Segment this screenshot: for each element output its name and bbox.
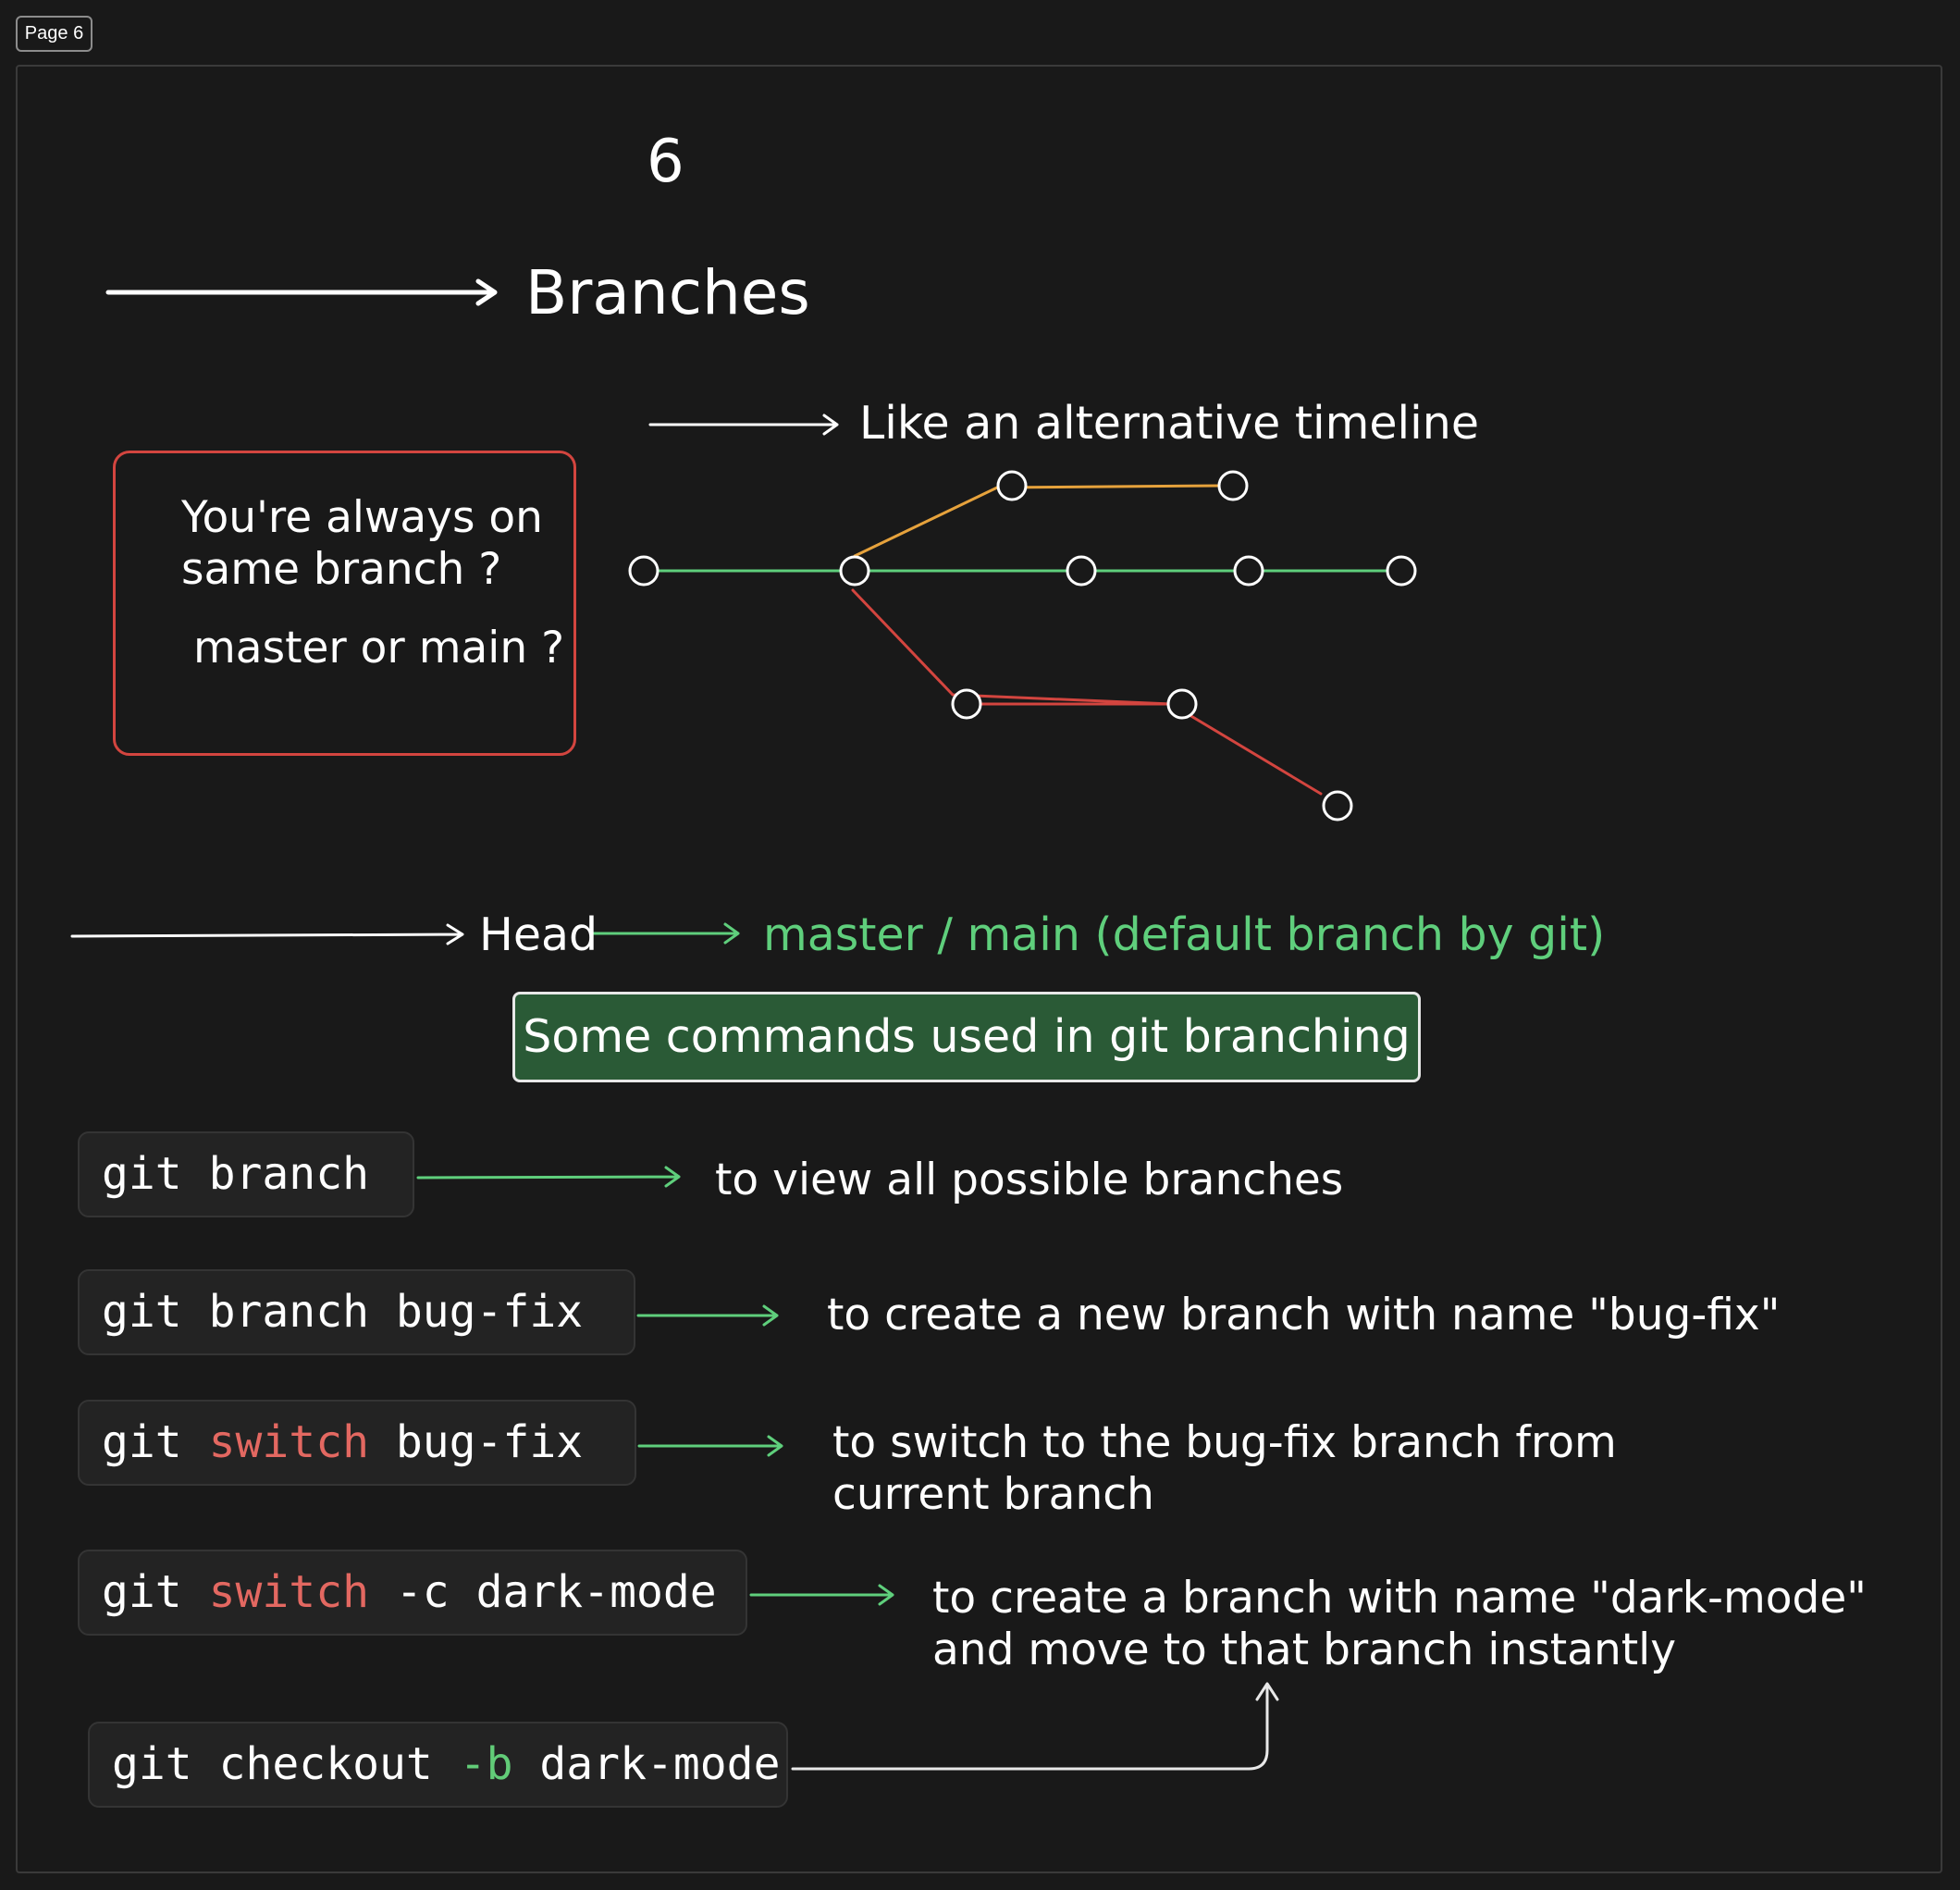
- cmd-text: git: [102, 1566, 209, 1618]
- arrow-to-subtitle: [648, 414, 839, 436]
- cmd-text: -c dark-mode: [368, 1566, 717, 1618]
- cmd-text: git: [102, 1286, 209, 1338]
- arrow-checkout-to-desc: [791, 1682, 1279, 1771]
- commands-banner: Some commands used in git branching: [512, 992, 1421, 1082]
- edge-red: [851, 588, 1323, 796]
- command-description: to view all possible branches: [715, 1155, 1344, 1205]
- cmd-keyword: switch: [208, 1416, 369, 1468]
- commit-node: [1166, 688, 1198, 720]
- arrow-cmd-2: [636, 1304, 779, 1327]
- callout-question: You're always on same branch ?: [181, 492, 543, 595]
- commit-node: [1386, 555, 1417, 587]
- arrow-cmd-1: [416, 1166, 681, 1188]
- commit-node: [628, 555, 659, 587]
- cmd-keyword: -b: [459, 1738, 513, 1790]
- command-git-branch: git branch: [78, 1131, 414, 1217]
- commit-node: [1233, 555, 1264, 587]
- command-git-checkout-b: git checkout -b dark-mode: [88, 1722, 788, 1808]
- commit-node: [996, 470, 1028, 501]
- callout-question-2: master or main ?: [193, 623, 565, 673]
- subtitle: Like an alternative timeline: [859, 397, 1479, 450]
- commit-node: [1322, 790, 1353, 821]
- head-description: master / main (default branch by git): [763, 908, 1606, 961]
- cmd-text: git checkout: [112, 1738, 460, 1790]
- command-description: to create a branch with name "dark-mode"…: [932, 1573, 1867, 1675]
- commit-node: [839, 555, 870, 587]
- page-number: 6: [647, 128, 684, 196]
- arrow-to-title: [105, 278, 498, 306]
- edge-orange: [853, 484, 1221, 558]
- command-git-switch-bug-fix: git switch bug-fix: [78, 1400, 636, 1486]
- canvas-frame: [16, 65, 1942, 1873]
- arrow-head-to-branch: [590, 922, 740, 945]
- command-description: to switch to the bug-fix branch from cur…: [832, 1417, 1617, 1520]
- commit-node: [1217, 470, 1249, 501]
- cmd-text: git: [102, 1416, 209, 1468]
- arrow-to-head: [70, 923, 464, 945]
- cmd-keyword: switch: [208, 1566, 369, 1618]
- arrow-cmd-4: [749, 1584, 894, 1606]
- commit-node: [951, 688, 982, 720]
- cmd-text: dark-mode: [512, 1738, 781, 1790]
- cmd-text: bug-fix: [368, 1416, 584, 1468]
- command-git-switch-c: git switch -c dark-mode: [78, 1550, 747, 1636]
- cmd-text: branch bug-fix: [208, 1286, 584, 1338]
- cmd-text: git: [102, 1148, 209, 1200]
- head-label: Head: [479, 908, 598, 961]
- cmd-text: branch: [208, 1148, 369, 1200]
- command-description: to create a new branch with name "bug-fi…: [827, 1290, 1781, 1340]
- command-git-branch-bug-fix: git branch bug-fix: [78, 1269, 635, 1355]
- page-tab[interactable]: Page 6: [16, 16, 92, 52]
- arrow-cmd-3: [637, 1435, 783, 1457]
- page-title: Branches: [525, 257, 810, 328]
- callout-box: You're always on same branch ? master or…: [113, 451, 576, 756]
- commit-node: [1066, 555, 1097, 587]
